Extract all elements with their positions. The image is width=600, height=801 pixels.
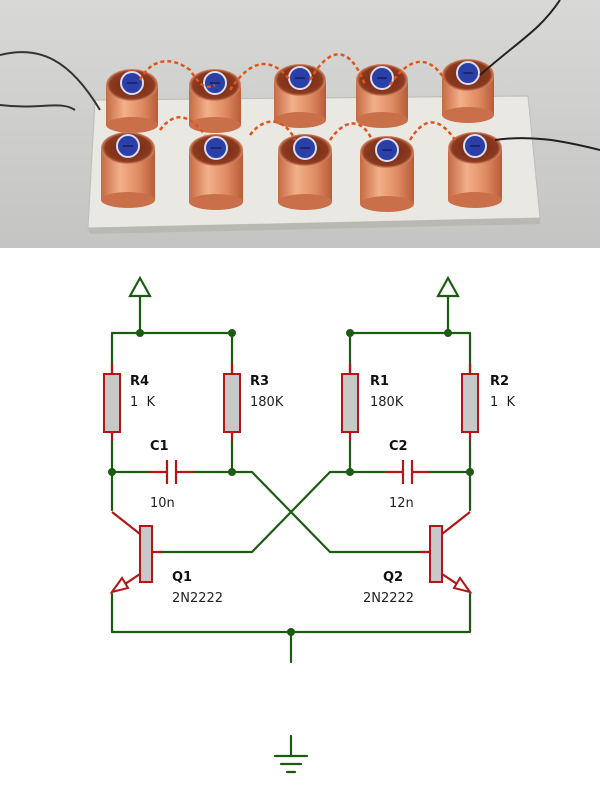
q2-name-label: Q2 <box>383 570 403 585</box>
r4-name-label: R4 <box>130 374 149 389</box>
vcc-symbol-left <box>128 275 152 335</box>
c1-name-label: C1 <box>150 439 169 454</box>
left-top-rail <box>110 331 234 378</box>
transistor-q1 <box>109 511 162 594</box>
junction-dot <box>466 468 474 476</box>
c2-value-label: 12n <box>389 496 414 511</box>
r4-value-label: 1 K <box>130 395 156 410</box>
coil <box>356 64 408 128</box>
coil-bank-photo <box>0 0 600 248</box>
vcc-symbol-right <box>436 275 460 335</box>
c1-value-label: 10n <box>150 496 175 511</box>
q1-name-label: Q1 <box>172 570 192 585</box>
r3-name-label: R3 <box>250 374 269 389</box>
junction-dot <box>136 329 144 337</box>
r2-value-label: 1 K <box>490 395 516 410</box>
junction-dot <box>346 329 354 337</box>
right-top-rail <box>348 331 472 378</box>
coil <box>448 132 502 208</box>
junction-dot <box>228 329 236 337</box>
coil <box>274 64 326 128</box>
r1-value-label: 180K <box>370 395 404 410</box>
resistor-r3 <box>223 364 241 442</box>
capacitor-c1 <box>110 460 234 484</box>
coil <box>360 136 414 212</box>
resistor-r4 <box>103 364 121 442</box>
capacitor-c2 <box>348 460 472 484</box>
q1-value-label: 2N2222 <box>172 591 223 606</box>
coil <box>278 134 332 210</box>
resistor-r2 <box>461 364 479 442</box>
junction-dot <box>228 468 236 476</box>
junction-dot <box>108 468 116 476</box>
junction-dot <box>346 468 354 476</box>
cross-wire-b <box>158 470 352 554</box>
r2-name-label: R2 <box>490 374 509 389</box>
transistor-q2 <box>420 511 473 594</box>
r3-value-label: 180K <box>250 395 284 410</box>
r1-name-label: R1 <box>370 374 389 389</box>
bottom-rail <box>110 592 472 634</box>
junction-dot <box>444 329 452 337</box>
junction-dot <box>287 628 295 636</box>
ground-symbol <box>273 734 309 774</box>
coil <box>442 59 494 123</box>
coil <box>189 134 243 210</box>
multivibrator-schematic: R4 1 K R3 180K R1 180K R2 1 K C1 10n C2 … <box>103 275 516 774</box>
q2-value-label: 2N2222 <box>363 591 414 606</box>
coil <box>101 132 155 208</box>
c2-name-label: C2 <box>389 439 408 454</box>
cross-wire-a <box>230 470 432 554</box>
resistor-r1 <box>341 364 359 442</box>
coil <box>106 69 158 133</box>
